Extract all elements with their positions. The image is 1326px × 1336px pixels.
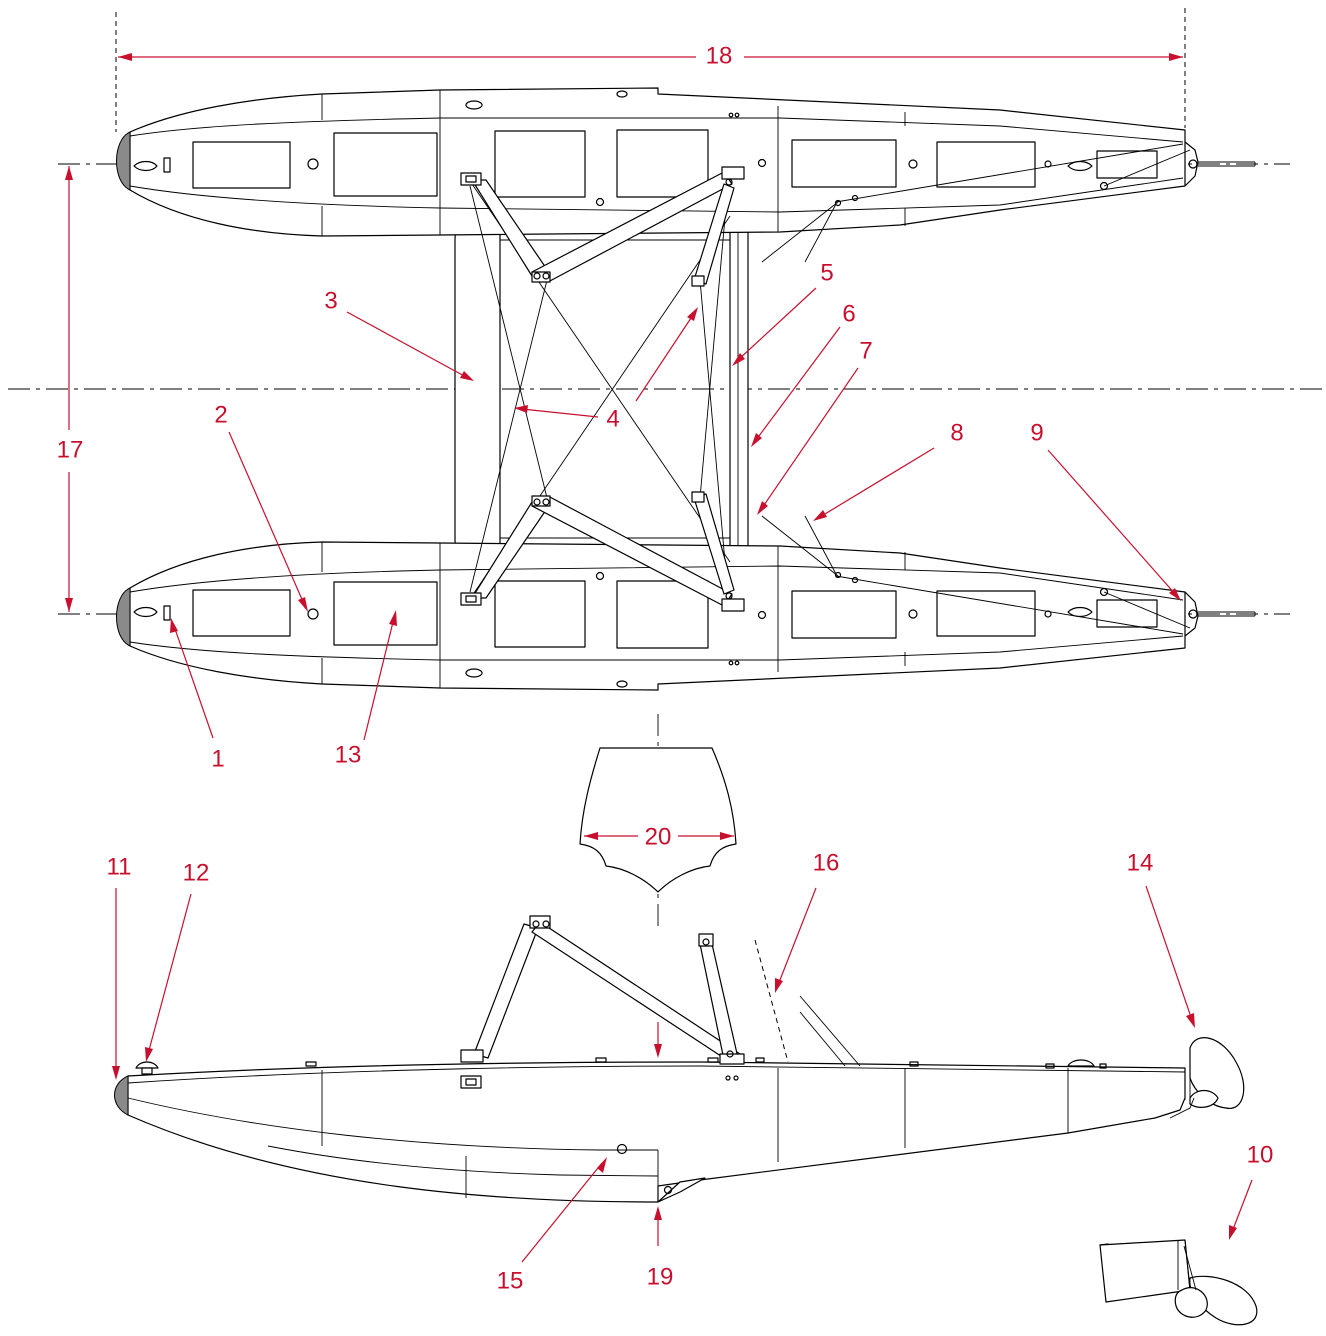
label-19: 19 bbox=[647, 1263, 674, 1290]
front-spreader-bar bbox=[454, 213, 501, 567]
label-5: 5 bbox=[820, 259, 833, 286]
label-20: 20 bbox=[645, 823, 672, 850]
water-rudder-detail bbox=[1099, 1239, 1258, 1326]
label-6: 6 bbox=[842, 300, 855, 327]
label-10: 10 bbox=[1247, 1141, 1274, 1168]
label-3: 3 bbox=[324, 287, 337, 314]
dimension-17 bbox=[65, 166, 73, 612]
label-12: 12 bbox=[183, 859, 210, 886]
label-2: 2 bbox=[214, 401, 227, 428]
dimension-20 bbox=[584, 832, 734, 840]
leaders bbox=[112, 287, 1253, 1263]
rear-spreader-bar bbox=[729, 213, 749, 567]
label-13: 13 bbox=[335, 741, 362, 768]
label-9: 9 bbox=[1030, 419, 1043, 446]
dimension-18 bbox=[118, 53, 1183, 61]
label-4: 4 bbox=[606, 405, 619, 432]
label-16: 16 bbox=[813, 849, 840, 876]
float-side-view bbox=[114, 915, 1245, 1203]
float-cross-section bbox=[579, 747, 737, 893]
upper-float bbox=[115, 87, 1256, 237]
label-18: 18 bbox=[706, 42, 733, 69]
label-14: 14 bbox=[1127, 849, 1154, 876]
label-7: 7 bbox=[859, 337, 872, 364]
callout-labels: 1 2 3 4 5 6 7 8 9 10 11 12 13 14 15 16 1… bbox=[57, 42, 1274, 1294]
label-1: 1 bbox=[211, 745, 224, 772]
label-11: 11 bbox=[107, 853, 132, 880]
label-17: 17 bbox=[57, 436, 84, 463]
label-8: 8 bbox=[950, 419, 963, 446]
label-15: 15 bbox=[497, 1267, 524, 1294]
